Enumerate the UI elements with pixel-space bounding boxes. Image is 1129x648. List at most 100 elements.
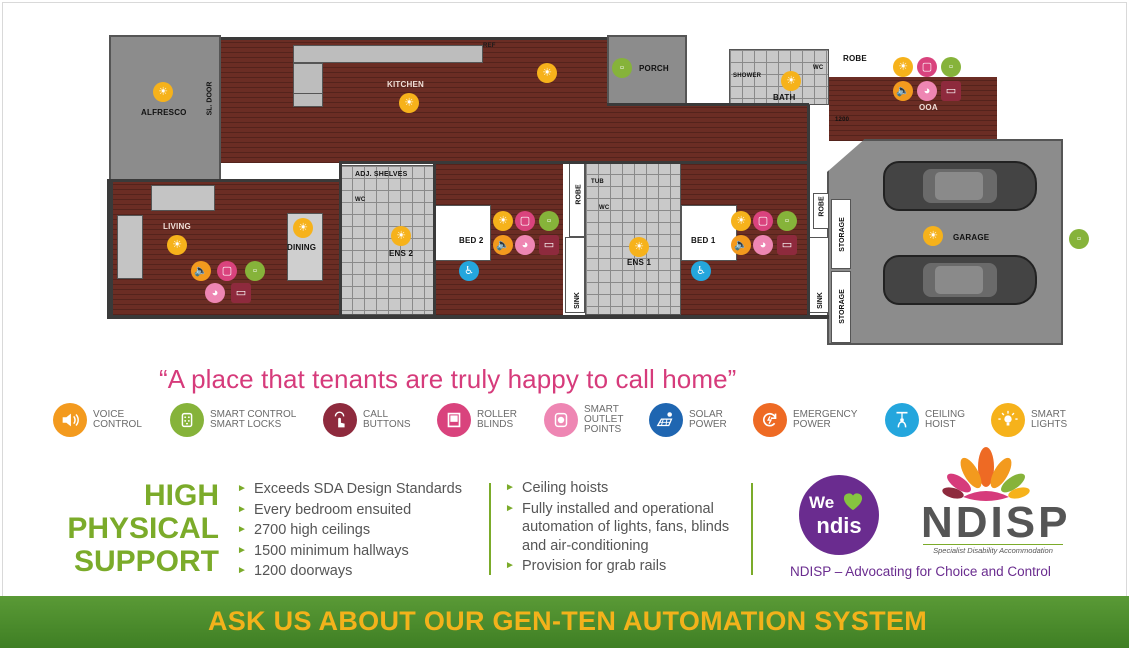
roller-blind-icon: ▢ [515, 211, 535, 231]
room-label-porch: PORCH [639, 64, 669, 73]
room-label-sl-door: SL. DOOR [206, 81, 214, 116]
room-label-shower: SHOWER [733, 73, 762, 79]
roller-blind-icon: ▢ [917, 57, 937, 77]
legend-label: EMERGENCY POWER [793, 409, 858, 430]
lotus-logo-icon [942, 447, 1030, 501]
smart-lock-icon: ▫ [539, 211, 559, 231]
legend-label: ROLLER BLINDS [477, 409, 518, 430]
room-label-bath: BATH [773, 93, 796, 102]
call-button-icon: ▭ [539, 235, 559, 255]
roller-blind-icon: ▢ [217, 261, 237, 281]
smart-light-icon: ☀ [153, 82, 173, 102]
hallway-area [607, 105, 809, 163]
title-line: HIGH [144, 479, 219, 512]
legend-label: VOICE CONTROL [93, 409, 142, 430]
advocating-text: NDISP – Advocating for Choice and Contro… [790, 564, 1051, 579]
heart-icon [843, 493, 863, 511]
bottom-banner: ASK US ABOUT OUR GEN-TEN AUTOMATION SYST… [0, 596, 1129, 648]
smart-outlet-icon: ◕ [917, 81, 937, 101]
storage-column-1 [831, 199, 851, 269]
wall [107, 315, 829, 319]
wall [221, 37, 607, 40]
alfresco-area [109, 35, 221, 207]
smart-outlet-icon: ◕ [205, 283, 225, 303]
title-line: PHYSICAL [67, 512, 219, 545]
roller-blind-icon: ▢ [753, 211, 773, 231]
room-label-sink-left: SINK [573, 292, 581, 309]
list-item: 2700 high ceilings [237, 520, 477, 541]
room-label-sink-right: SINK [816, 292, 824, 309]
list-item: Provision for grab rails [505, 557, 737, 576]
legend: VOICE CONTROL SMART CONTROL SMART LOCKS … [53, 402, 1083, 442]
smart-lock-icon: ▫ [777, 211, 797, 231]
wall [807, 105, 810, 317]
legend-item-smart-outlets: SMART OUTLET POINTS [544, 402, 623, 438]
storage-column-2 [831, 271, 851, 343]
smart-lock-icon: ▫ [941, 57, 961, 77]
ceiling-hoist-icon: ♿ [691, 261, 711, 281]
ndis-text: ndis [816, 513, 862, 538]
room-label-robe-ooa: ROBE [843, 54, 867, 63]
room-label-bed1: BED 1 [691, 236, 716, 245]
legend-label: SMART OUTLET POINTS [584, 404, 624, 435]
smart-light-icon: ☀ [629, 237, 649, 257]
legend-item-call-buttons: CALL BUTTONS [323, 402, 411, 438]
smart-light-icon: ☀ [893, 57, 913, 77]
smart-light-icon: ☀ [293, 218, 313, 238]
sink-column-left [565, 237, 585, 313]
smart-light-icon: ☀ [781, 71, 801, 91]
we-love-ndis-logo: We ndis [799, 475, 879, 555]
smart-light-icon: ☀ [731, 211, 751, 231]
room-label-alfresco: ALFRESCO [141, 108, 187, 117]
call-button-icon [323, 403, 357, 437]
smart-light-icon: ☀ [537, 63, 557, 83]
bed2-wardrobe [435, 205, 491, 261]
smart-light-icon: ☀ [923, 226, 943, 246]
call-button-icon: ▭ [941, 81, 961, 101]
legend-item-ceiling-hoist: CEILING HOIST [885, 402, 965, 438]
smart-light-icon: ☀ [391, 226, 411, 246]
smart-light-icon: ☀ [493, 211, 513, 231]
wall [107, 179, 113, 317]
legend-item-emergency-power: EMERGENCY POWER [753, 402, 857, 438]
list-item: 1500 minimum hallways [237, 541, 477, 562]
smart-light-icon: ☀ [167, 235, 187, 255]
room-label-living: LIVING [163, 222, 191, 231]
room-label-garage: GARAGE [953, 233, 990, 242]
smart-light-icon: ☀ [399, 93, 419, 113]
call-button-icon: ▭ [777, 235, 797, 255]
emergency-power-icon [753, 403, 787, 437]
sofa [151, 185, 215, 211]
room-label-ens1: ENS 1 [627, 258, 652, 267]
room-label-wc-ens1: WC [599, 205, 610, 211]
smart-lock-icon [170, 403, 204, 437]
voice-control-icon: 🔈 [893, 81, 913, 101]
room-label-ooa: OOA [919, 103, 938, 112]
floor-plan: ALFRESCO SL. DOOR KITCHEN REF PORCH LIVI… [107, 33, 1089, 349]
room-label-dining: DINING [287, 243, 317, 252]
divider [751, 483, 753, 575]
divider [489, 483, 491, 575]
room-label-storage-1: STORAGE [838, 217, 846, 252]
features-list-2: Ceiling hoists Fully installed and opera… [505, 479, 737, 576]
room-label-dim-1200: 1200 [835, 117, 850, 123]
robe-column-right [813, 193, 829, 229]
smart-outlet-icon: ◕ [515, 235, 535, 255]
legend-item-smart-lights: SMART LIGHTS [991, 402, 1067, 438]
room-label-storage-2: STORAGE [838, 289, 846, 324]
wall [607, 103, 809, 106]
ndisp-logo-text: NDISP [921, 498, 1071, 547]
roller-blind-icon [437, 403, 471, 437]
room-label-tub: TUB [591, 179, 604, 185]
tagline: “A place that tenants are truly happy to… [159, 364, 737, 394]
wall [433, 161, 436, 317]
we-text: We [809, 493, 835, 512]
smart-lock-icon: ▫ [1069, 229, 1089, 249]
ens2-area [339, 165, 435, 315]
list-item: Exceeds SDA Design Standards [237, 479, 477, 500]
room-label-wc-ens2: WC [355, 197, 366, 203]
room-label-bed2: BED 2 [459, 236, 484, 245]
legend-label: SMART LIGHTS [1031, 409, 1068, 430]
ndisp-subtitle: Specialist Disability Accommodation [923, 544, 1063, 555]
voice-control-icon [53, 403, 87, 437]
